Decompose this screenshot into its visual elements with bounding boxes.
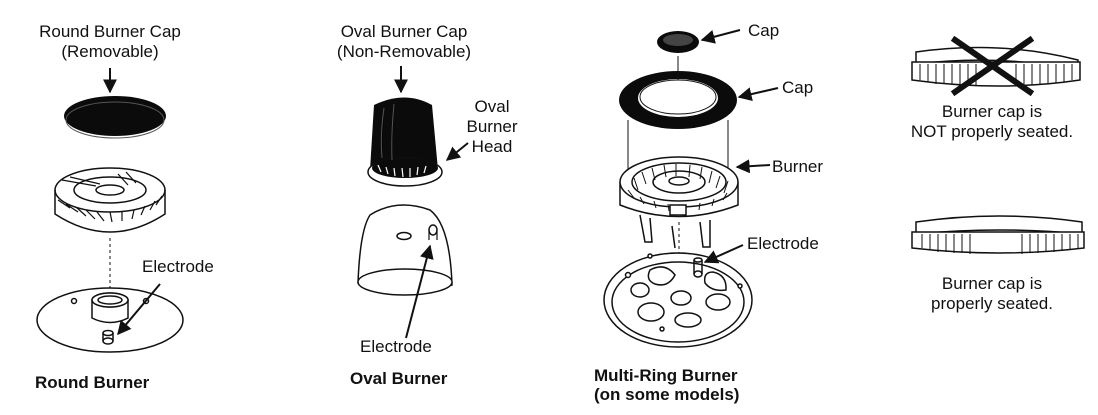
multi-ring-title-line1: Multi-Ring Burner: [594, 366, 738, 385]
multi-small-cap-label: Cap: [748, 21, 780, 40]
oval-cap-label: Oval Burner Cap (Non-Removable): [314, 22, 494, 62]
round-cap-label: Round Burner Cap (Removable): [20, 22, 200, 62]
multi-ring-burner-body: [619, 156, 739, 249]
oval-head-label-line1: Oval: [474, 97, 510, 116]
round-cap-label-line1: Round Burner Cap: [39, 22, 181, 41]
oval-burner-cap: [367, 97, 443, 187]
seated-caption-line2: properly seated.: [931, 294, 1053, 313]
not-seated-caption-line2: NOT properly seated.: [910, 122, 1074, 141]
oval-head-label: Oval Burner Head: [462, 97, 522, 157]
not-seated-x-icon: [950, 35, 1035, 97]
oval-cap-label-line2: (Non-Removable): [336, 42, 472, 61]
oval-burner-title: Oval Burner: [350, 369, 448, 388]
seated-caption: Burner cap is properly seated.: [880, 274, 1098, 314]
round-burner-cap: [64, 96, 166, 139]
multi-electrode-label: Electrode: [747, 234, 819, 253]
oval-burner-base: [357, 204, 453, 296]
cap-not-seated-illustration: [911, 46, 1081, 87]
multi-ring-title-line2: (on some models): [594, 385, 740, 404]
round-electrode-label: Electrode: [142, 257, 214, 276]
multi-ring-burner-base: [603, 252, 753, 348]
round-burner-title: Round Burner: [35, 373, 150, 392]
multi-burner-label: Burner: [772, 157, 824, 176]
not-seated-caption-line1: Burner cap is: [941, 102, 1043, 121]
multi-large-cap-label: Cap: [782, 78, 814, 97]
multi-ring-large-cap: [619, 71, 737, 129]
cap-seated-illustration: [911, 215, 1085, 254]
oval-cap-label-line1: Oval Burner Cap: [340, 22, 468, 41]
oval-electrode-label: Electrode: [360, 337, 432, 356]
seated-caption-line1: Burner cap is: [941, 274, 1043, 293]
round-burner-base: [36, 287, 184, 353]
round-burner-head: [54, 167, 166, 233]
not-seated-caption: Burner cap is NOT properly seated.: [880, 102, 1098, 142]
round-cap-label-line2: (Removable): [61, 42, 159, 61]
oval-head-label-line2: Burner: [466, 117, 518, 136]
oval-head-label-line3: Head: [471, 137, 513, 156]
multi-ring-title: Multi-Ring Burner (on some models): [594, 366, 739, 404]
multi-ring-small-cap: [657, 31, 699, 53]
